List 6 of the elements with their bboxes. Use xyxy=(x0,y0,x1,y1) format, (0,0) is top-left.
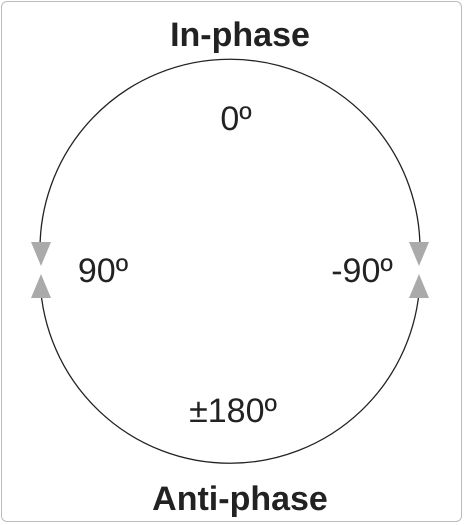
angle-label: 0º xyxy=(220,102,252,136)
heading: Anti-phase xyxy=(152,482,328,516)
heading: In-phase xyxy=(170,18,310,52)
angle-label: ±180º xyxy=(189,394,277,428)
angle-label: 90º xyxy=(78,254,128,288)
angle-label: -90º xyxy=(331,254,393,288)
